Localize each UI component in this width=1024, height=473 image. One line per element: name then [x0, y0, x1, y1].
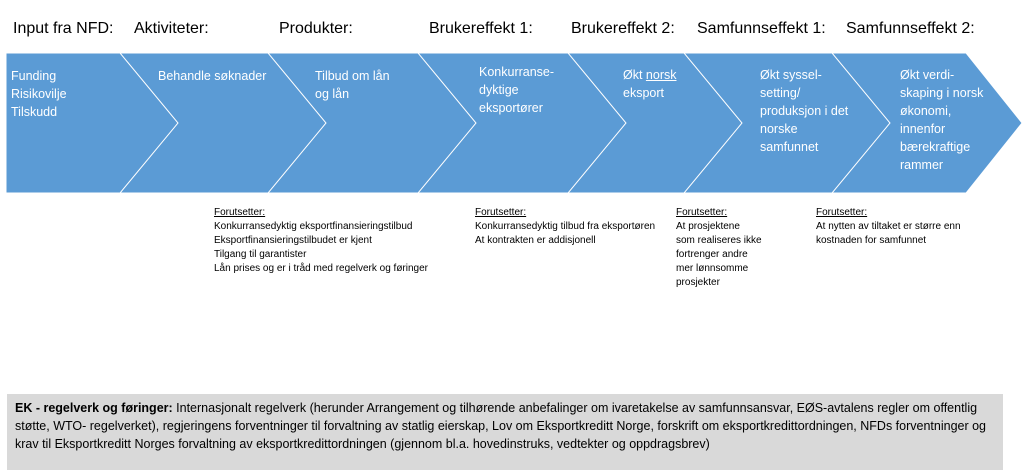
assumption-item: Konkurransedyktig tilbud fra eksportøren [475, 221, 656, 232]
chevron-brukereffekt-2-text-underlined: norsk [645, 68, 677, 82]
chevron-produkter-text: Tilbud om lån og lån [315, 69, 390, 101]
assumptions-block-3: Forutsetter: At prosjektene som realiser… [676, 206, 762, 290]
assumptions-label: Forutsetter: [816, 207, 868, 218]
chevron-brukereffekt-2-text-b: eksport [623, 86, 664, 100]
assumption-item: Lån prises og er i tråd med regelverk og… [214, 263, 428, 274]
assumption-item: Eksportfinansieringstilbudet er kjent [214, 235, 372, 246]
chevron-input-text: Funding Risikovilje Tilskudd [11, 69, 67, 119]
chevron-brukereffekt-2-text-a: Økt [623, 68, 646, 82]
chevron-samfunnseffekt-2-text: Økt verdi- skaping i norsk økonomi, inne… [900, 68, 984, 172]
assumption-item: At kontrakten er addisjonell [475, 235, 596, 246]
assumptions-label: Forutsetter: [214, 207, 266, 218]
assumption-item: At prosjektene som realiseres ikke fortr… [676, 221, 762, 288]
chevron-brukereffekt-1-text: Konkurranse- dyktige eksportører [479, 65, 555, 115]
chevron-brukereffekt-2-text: Økt norsk eksport [623, 66, 677, 102]
header-brukereffekt-2: Brukereffekt 2: [571, 20, 675, 37]
chevron-aktiviteter-text: Behandle søknader [158, 69, 267, 83]
header-samfunnseffekt-1: Samfunnseffekt 1: [697, 20, 826, 37]
header-produkter: Produkter: [279, 20, 353, 37]
assumptions-label: Forutsetter: [475, 207, 527, 218]
regulations-title: EK - regelverk og føringer: [15, 401, 173, 415]
assumptions-block-2: Forutsetter: Konkurransedyktig tilbud fr… [475, 206, 655, 248]
assumption-item: At nytten av tiltaket er større enn kost… [816, 221, 961, 246]
chevron-samfunnseffekt-1-text: Økt syssel- setting/ produksjon i det no… [760, 68, 849, 154]
assumption-item: Tilgang til garantister [214, 249, 307, 260]
header-brukereffekt-1: Brukereffekt 1: [429, 20, 533, 37]
regulations-text: Internasjonalt regelverk (herunder Arran… [15, 401, 987, 451]
header-samfunnseffekt-2: Samfunnseffekt 2: [846, 20, 975, 37]
chevron-flow [5, 52, 1023, 194]
header-aktiviteter: Aktiviteter: [134, 20, 209, 37]
chevron-samfunnseffekt-2 [830, 52, 1023, 194]
assumption-item: Konkurransedyktig eksportfinansieringsti… [214, 221, 413, 232]
assumptions-block-1: Forutsetter: Konkurransedyktig eksportfi… [214, 206, 428, 276]
assumptions-block-4: Forutsetter: At nytten av tiltaket er st… [816, 206, 961, 248]
assumptions-label: Forutsetter: [676, 207, 728, 218]
regulations-box: EK - regelverk og føringer: Internasjona… [7, 394, 1003, 470]
header-input-fra-nfd: Input fra NFD: [13, 20, 114, 37]
